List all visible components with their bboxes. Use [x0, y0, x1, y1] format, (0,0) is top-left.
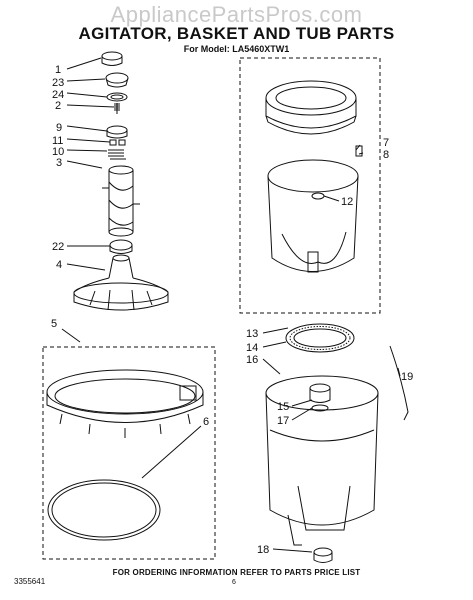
- wash-basket: [265, 80, 359, 273]
- callout-18: 18: [257, 544, 269, 556]
- cam-part: [105, 72, 129, 88]
- tub-ring: [46, 369, 204, 438]
- callout-19: 19: [401, 371, 413, 383]
- model-line: For Model: LA5460XTW1: [183, 44, 290, 54]
- callout-numbers: 1 23 24 2 9 11 10 3 22 4 5 6 7 8 12 13 1…: [51, 64, 413, 556]
- tub-drain-part: [313, 547, 333, 563]
- callout-13: 13: [246, 328, 258, 340]
- callout-23: 23: [52, 77, 64, 89]
- callout-2: 2: [55, 100, 61, 112]
- agitator-dogs: [109, 139, 126, 146]
- callout-15: 15: [277, 401, 289, 413]
- agitator-auger: [102, 165, 140, 237]
- cog-ring: [109, 239, 133, 254]
- callout-16: 16: [246, 354, 258, 366]
- callout-4: 4: [56, 259, 62, 271]
- callout-11: 11: [52, 135, 63, 147]
- callout-12: 12: [341, 196, 353, 208]
- document-number: 3355641: [14, 577, 46, 586]
- callout-3: 3: [56, 157, 62, 169]
- callout-10: 10: [52, 146, 64, 158]
- ordering-footer: FOR ORDERING INFORMATION REFER TO PARTS …: [112, 568, 361, 577]
- page-number: 6: [232, 579, 236, 586]
- callout-17: 17: [277, 415, 289, 427]
- diagram-title: AGITATOR, BASKET AND TUB PARTS: [78, 24, 395, 43]
- agitator-cap: [101, 51, 123, 66]
- callout-14: 14: [246, 342, 258, 354]
- callout-22: 22: [52, 241, 64, 253]
- drive-ring: [285, 323, 355, 353]
- tub-seal-band: [47, 479, 161, 541]
- tub-hose: [389, 345, 409, 421]
- bolt-part: [114, 103, 120, 114]
- dog-cap: [106, 125, 128, 139]
- agitator-base: [73, 254, 169, 311]
- callout-9: 9: [56, 122, 62, 134]
- basket-screw: [355, 145, 363, 157]
- leader-lines: [61, 57, 401, 553]
- watermark-text: AppliancePartsPros.com: [110, 2, 363, 27]
- basket-nut: [311, 192, 325, 200]
- outer-tub: [265, 375, 379, 546]
- tub-hub: [309, 383, 331, 412]
- callout-7: 7: [383, 137, 389, 149]
- callout-1: 1: [55, 64, 61, 76]
- spring-part: [108, 149, 126, 160]
- seal-ring: [106, 92, 128, 102]
- callout-8: 8: [383, 149, 389, 161]
- callout-6: 6: [203, 416, 209, 428]
- ring-group-box: [42, 346, 216, 560]
- basket-group-box: [239, 57, 381, 314]
- callout-5: 5: [51, 318, 57, 330]
- callout-24: 24: [52, 89, 64, 101]
